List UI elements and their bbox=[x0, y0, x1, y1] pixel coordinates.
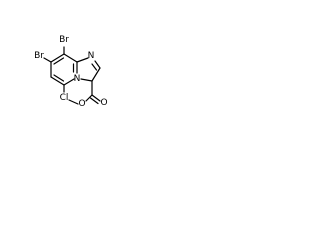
bond-c8a-n1 bbox=[76, 57, 89, 63]
bond-c2-c3 bbox=[91, 67, 101, 82]
bond-oester-methyl bbox=[68, 99, 79, 105]
bond-c6-c5 bbox=[50, 76, 65, 86]
molecule-structure: Br Br Cl N N O O bbox=[34, 35, 107, 109]
atom-o-ester: O bbox=[78, 99, 85, 109]
bond-cester-ocarbonyl bbox=[91, 94, 101, 102]
bond-layer bbox=[43, 46, 101, 105]
atom-br-top: Br bbox=[59, 35, 69, 45]
bond-n1-c2-inner bbox=[91, 63, 98, 71]
atom-o-carbonyl: O bbox=[100, 98, 107, 108]
bond-c5-n4 bbox=[63, 78, 75, 86]
bond-cester-oester bbox=[85, 94, 93, 102]
bond-n1-c2 bbox=[94, 60, 101, 69]
bond-cester-ocarbonyl-double bbox=[89, 97, 99, 105]
atom-cl: Cl bbox=[60, 93, 69, 103]
bond-c8-c7-inner bbox=[53, 57, 65, 65]
bond-c6-c5-inner bbox=[53, 74, 65, 82]
atom-label-layer: Br Br Cl N N O O bbox=[34, 35, 107, 109]
atom-br-left: Br bbox=[34, 51, 44, 61]
bond-c3-n4 bbox=[80, 78, 93, 82]
atom-n-ring: N bbox=[88, 51, 95, 61]
bond-c8-c8a bbox=[63, 53, 78, 63]
bond-c7-br bbox=[43, 57, 52, 63]
bond-c8-c7 bbox=[50, 53, 65, 63]
atom-n-bridge: N bbox=[74, 74, 81, 84]
